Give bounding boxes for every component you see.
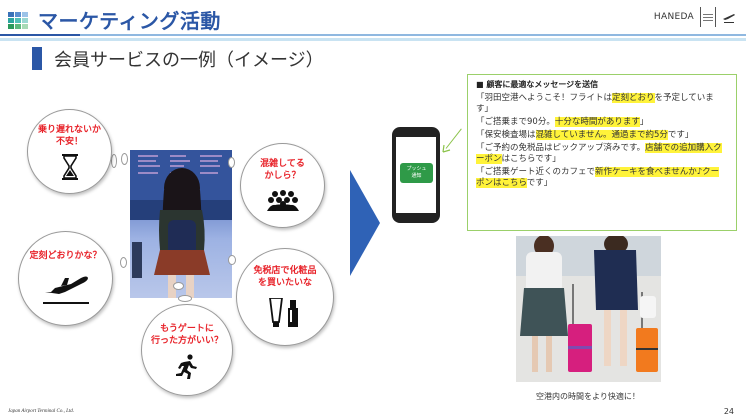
thought-dot: [111, 154, 117, 168]
grid-cell: [15, 24, 21, 29]
message-text: はこちらです」: [501, 154, 561, 164]
message-item: 「ご予約の免税品はピックアップ済みです。店舗での追加購入クーポンはこちらです」: [476, 143, 726, 165]
header-rule-accent: [0, 34, 80, 36]
highlighted-text: 十分な時間があります: [554, 117, 640, 127]
page-number: 24: [723, 407, 734, 416]
grid-cell: [22, 24, 28, 29]
running-person-icon: [176, 354, 197, 379]
travelers-with-suitcases-photo: [516, 236, 661, 382]
subtitle-marker: [32, 47, 42, 70]
message-text: 「ご搭乗ゲート近くのカフェで: [476, 167, 596, 177]
header-grid-icon: [8, 12, 29, 29]
grid-cell: [15, 18, 21, 23]
thought-dot: [121, 153, 128, 165]
message-item: 「保安検査場は混雑していません。通過まで約5分です」: [476, 130, 726, 141]
flow-arrow-icon: [350, 170, 380, 276]
thought-bubble-go-to-gate: もうゲートに 行った方がいい？: [141, 304, 233, 396]
section-subtitle: 会員サービスの一例（イメージ）: [54, 50, 324, 71]
message-list: 「羽田空港へようこそ！フライトは定刻どおりを予定しています」「ご搭乗まで90分。…: [476, 93, 726, 189]
highlighted-text: 定刻どおり: [612, 93, 655, 103]
bubble-text: 混雑してる かしら？: [260, 159, 305, 181]
grid-cell: [15, 12, 21, 17]
thought-dot: [173, 282, 184, 290]
bubble-text: 乗り遅れないか 不安！: [37, 125, 101, 147]
message-panel-heading: ■ 顧客に最適なメッセージを送信: [476, 80, 599, 89]
thought-bubble-duty-free: 免税店で化粧品 を買いたいな: [236, 248, 334, 346]
message-item: 「ご搭乗ゲート近くのカフェで新作ケーキを食べませんか♪クーポンはこちらです」: [476, 167, 726, 189]
message-text: 「保安検査場は: [476, 130, 536, 140]
photo-caption: 空港内の時間をより快適に！: [536, 392, 640, 401]
page-title: マーケティング活動: [38, 9, 221, 33]
push-label: プッシュ: [406, 166, 427, 172]
message-text: 」: [639, 117, 649, 127]
thought-bubble-missing-flight: 乗り遅れないか 不安！: [27, 109, 112, 194]
push-label-2: 通知: [411, 173, 422, 179]
message-panel: ■ 顧客に最適なメッセージを送信 「羽田空港へようこそ！フライトは定刻どおりを予…: [467, 74, 737, 231]
thought-bubble-on-time: 定刻どおりかな？: [18, 231, 113, 326]
message-text: を予定しています」: [476, 93, 714, 114]
push-notification-button[interactable]: プッシュ 通知: [400, 163, 433, 183]
bubble-text: 免税店で化粧品 を買いたいな: [253, 266, 317, 288]
bubble-text: 定刻どおりかな？: [29, 251, 102, 261]
hourglass-icon: [61, 154, 78, 180]
message-text: です」: [526, 178, 553, 188]
thought-dot: [120, 257, 127, 268]
grid-cell: [8, 18, 14, 23]
woman-departure-board-photo: [130, 150, 232, 298]
airplane-takeoff-icon: [42, 276, 89, 304]
brand-plane-icon: [723, 14, 735, 23]
highlighted-text: 混雑していません。通過まで約5分: [535, 130, 668, 140]
message-text: 「ご予約の免税品はピックアップ済みです。: [476, 143, 646, 153]
header-rule-light: [0, 38, 746, 41]
thought-dot: [228, 157, 235, 168]
crowd-icon: [266, 190, 299, 211]
header-rule: [0, 34, 746, 36]
grid-cell: [8, 12, 14, 17]
brand-logo: HANEDA: [654, 7, 736, 27]
connector-arrowhead-icon: [442, 144, 451, 153]
message-text: 「ご搭乗まで90分。: [476, 117, 555, 127]
cosmetics-icon: [269, 298, 298, 327]
bubble-text: もうゲートに 行った方がいい？: [150, 324, 223, 346]
company-name: Japan Airport Terminal Co., Ltd.: [8, 409, 74, 414]
thought-bubble-crowded: 混雑してる かしら？: [240, 143, 325, 228]
message-text: です」: [667, 130, 694, 140]
thought-dot: [178, 295, 192, 302]
grid-cell: [8, 24, 14, 29]
thought-dot: [228, 255, 236, 265]
message-text: 「羽田空港へようこそ！フライトは: [476, 93, 613, 103]
grid-cell: [22, 18, 28, 23]
message-item: 「羽田空港へようこそ！フライトは定刻どおりを予定しています」: [476, 93, 726, 115]
grid-cell: [22, 12, 28, 17]
message-item: 「ご搭乗まで90分。十分な時間があります」: [476, 117, 726, 128]
brand-name: HANEDA: [653, 12, 694, 22]
brand-emblem-icon: [700, 7, 716, 27]
